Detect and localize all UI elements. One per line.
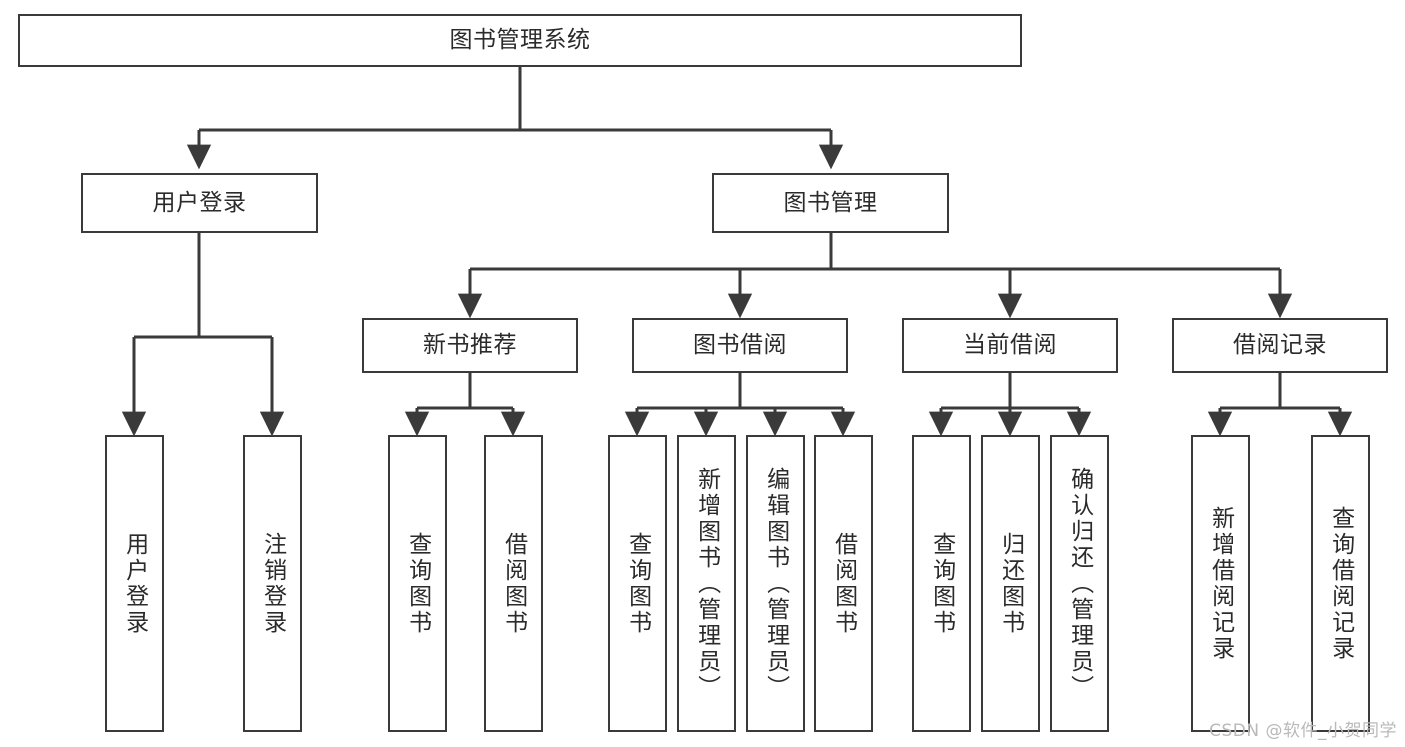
node-label: 用户登录 [121, 531, 148, 636]
node-user-login[interactable]: 用户登录 [81, 173, 318, 233]
node-leaf-add-book-admin[interactable]: 新增图书（管理员） [677, 435, 736, 732]
node-book-management[interactable]: 图书管理 [712, 173, 949, 233]
node-current-borrowing[interactable]: 当前借阅 [902, 318, 1118, 373]
node-label: 编辑图书（管理员） [762, 466, 789, 701]
node-leaf-borrow-books-newbook[interactable]: 借阅图书 [484, 435, 543, 732]
node-leaf-borrow-books-borrow[interactable]: 借阅图书 [814, 435, 873, 732]
node-label: 图书借阅 [693, 332, 787, 359]
node-label: 图书管理系统 [449, 27, 591, 54]
node-leaf-search-books-borrow[interactable]: 查询图书 [608, 435, 667, 732]
node-label: 查询借阅记录 [1327, 505, 1354, 662]
node-label: 借阅记录 [1233, 332, 1327, 359]
node-label: 查询图书 [624, 531, 651, 636]
node-leaf-search-borrow-record[interactable]: 查询借阅记录 [1311, 435, 1370, 732]
node-root-book-management-system[interactable]: 图书管理系统 [18, 14, 1022, 67]
node-label: 查询图书 [404, 531, 431, 636]
node-label: 新书推荐 [423, 332, 517, 359]
node-leaf-return-books[interactable]: 归还图书 [981, 435, 1040, 732]
node-label: 确认归还（管理员） [1066, 466, 1093, 701]
node-label: 归还图书 [997, 531, 1024, 636]
node-leaf-search-books-current[interactable]: 查询图书 [912, 435, 971, 732]
node-leaf-confirm-return-admin[interactable]: 确认归还（管理员） [1050, 435, 1109, 732]
node-label: 图书管理 [783, 189, 878, 216]
node-leaf-add-borrow-record[interactable]: 新增借阅记录 [1191, 435, 1250, 732]
node-leaf-user-login[interactable]: 用户登录 [105, 435, 164, 732]
node-label: 查询图书 [928, 531, 955, 636]
node-label: 新增图书（管理员） [693, 466, 720, 701]
csdn-watermark: CSDN @软件_小贺同学 [1209, 721, 1397, 741]
node-label: 新增借阅记录 [1207, 505, 1234, 662]
node-label: 用户登录 [152, 189, 247, 216]
node-new-book-recommendation[interactable]: 新书推荐 [362, 318, 578, 373]
node-label: 借阅图书 [830, 531, 857, 636]
node-leaf-edit-book-admin[interactable]: 编辑图书（管理员） [746, 435, 805, 732]
node-label: 当前借阅 [963, 332, 1057, 359]
node-label: 注销登录 [259, 531, 286, 636]
node-book-borrowing[interactable]: 图书借阅 [632, 318, 848, 373]
node-borrowing-records[interactable]: 借阅记录 [1172, 318, 1388, 373]
node-leaf-search-books-newbook[interactable]: 查询图书 [388, 435, 447, 732]
node-label: 借阅图书 [500, 531, 527, 636]
node-leaf-logout[interactable]: 注销登录 [243, 435, 302, 732]
